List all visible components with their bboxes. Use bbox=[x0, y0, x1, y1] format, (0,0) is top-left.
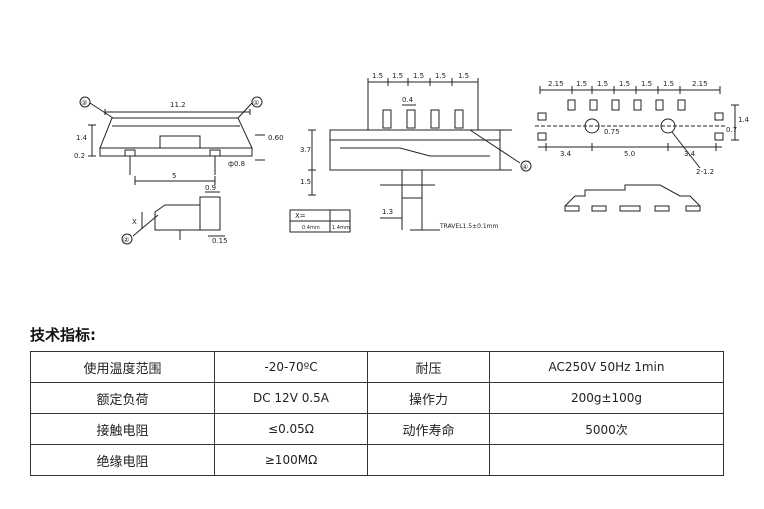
callout-4: ④ bbox=[522, 163, 528, 171]
table-row: 绝缘电阻 ≥100MΩ bbox=[30, 444, 724, 476]
pitch-4: 1.5 bbox=[435, 72, 446, 80]
table-row: 接触电阻 ≤0.05Ω 动作寿命 5000次 bbox=[30, 413, 724, 445]
dim-2-15-left: 2.15 bbox=[548, 80, 564, 88]
rpitch-5: 1.5 bbox=[663, 80, 674, 88]
callout-2: ② bbox=[123, 236, 129, 244]
spec-label: 绝缘电阻 bbox=[30, 444, 215, 476]
spec-label: 接触电阻 bbox=[30, 413, 215, 445]
front-view bbox=[308, 78, 532, 231]
pitch-1: 1.5 bbox=[372, 72, 383, 80]
spec-value: 200g±100g bbox=[489, 382, 724, 414]
travel-label: TRAVEL1.5±0.1mm bbox=[439, 223, 499, 230]
x-table-cell-2: 1.4mm bbox=[332, 225, 350, 231]
dim-5: 5 bbox=[172, 172, 176, 180]
left-side-view bbox=[79, 96, 351, 245]
spec-value: AC250V 50Hz 1min bbox=[489, 351, 724, 383]
dim-2-1-2: 2-1.2 bbox=[696, 168, 714, 176]
x-table-cell-1: 0.4mm bbox=[302, 225, 320, 231]
dim-0-2: 0.2 bbox=[74, 152, 85, 160]
technical-drawing: ③ ① 11.2 1.4 0.2 0.60 ф0.8 5 0.9 X ② 0.1… bbox=[74, 72, 750, 245]
pitch-5: 1.5 bbox=[458, 72, 469, 80]
dim-phi0-8: ф0.8 bbox=[228, 160, 245, 168]
dim-0-7: 0.7 bbox=[726, 126, 737, 134]
callout-3: ③ bbox=[81, 99, 87, 107]
spec-table: 使用温度范围 -20-70ºC 耐压 AC250V 50Hz 1min 额定负荷… bbox=[30, 351, 724, 476]
spec-label bbox=[367, 444, 490, 476]
dim-11-2: 11.2 bbox=[170, 101, 186, 109]
dim-3-7: 3.7 bbox=[300, 146, 311, 154]
dim-1-4-vertical: 1.4 bbox=[738, 116, 750, 124]
spec-value bbox=[489, 444, 724, 476]
spec-value: ≤0.05Ω bbox=[214, 413, 368, 445]
table-row: 额定负荷 DC 12V 0.5A 操作力 200g±100g bbox=[30, 382, 724, 414]
dim-1-4: 1.4 bbox=[76, 134, 88, 142]
spec-label: 动作寿命 bbox=[367, 413, 490, 445]
pitch-3: 1.5 bbox=[413, 72, 424, 80]
dim-0-75: 0.75 bbox=[604, 128, 620, 136]
dim-0-9: 0.9 bbox=[205, 184, 216, 192]
rpitch-4: 1.5 bbox=[641, 80, 652, 88]
spec-label: 使用温度范围 bbox=[30, 351, 215, 383]
dim-0-4: 0.4 bbox=[402, 96, 414, 104]
spec-title: 技术指标: bbox=[30, 326, 96, 344]
spec-label: 操作力 bbox=[367, 382, 490, 414]
dim-3-4-right: 3.4 bbox=[684, 150, 696, 158]
spec-value: -20-70ºC bbox=[214, 351, 368, 383]
dim-x: X bbox=[132, 218, 137, 226]
rpitch-3: 1.5 bbox=[619, 80, 630, 88]
rpitch-1: 1.5 bbox=[576, 80, 587, 88]
spec-label: 额定负荷 bbox=[30, 382, 215, 414]
x-table-header: X= bbox=[295, 212, 306, 220]
spec-label: 耐压 bbox=[367, 351, 490, 383]
callout-1: ① bbox=[253, 99, 259, 107]
dim-1-3: 1.3 bbox=[382, 208, 393, 216]
pcb-layout-view bbox=[535, 86, 739, 212]
dim-2-15-right: 2.15 bbox=[692, 80, 708, 88]
table-row: 使用温度范围 -20-70ºC 耐压 AC250V 50Hz 1min bbox=[30, 351, 724, 383]
dim-0-15: 0.15 bbox=[212, 237, 228, 245]
dim-5-0: 5.0 bbox=[624, 150, 635, 158]
spec-value: ≥100MΩ bbox=[214, 444, 368, 476]
pitch-2: 1.5 bbox=[392, 72, 403, 80]
dim-1-5: 1.5 bbox=[300, 178, 311, 186]
dim-0-60: 0.60 bbox=[268, 134, 284, 142]
spec-value: 5000次 bbox=[489, 413, 724, 445]
rpitch-2: 1.5 bbox=[597, 80, 608, 88]
spec-value: DC 12V 0.5A bbox=[214, 382, 368, 414]
dim-3-4-left: 3.4 bbox=[560, 150, 572, 158]
